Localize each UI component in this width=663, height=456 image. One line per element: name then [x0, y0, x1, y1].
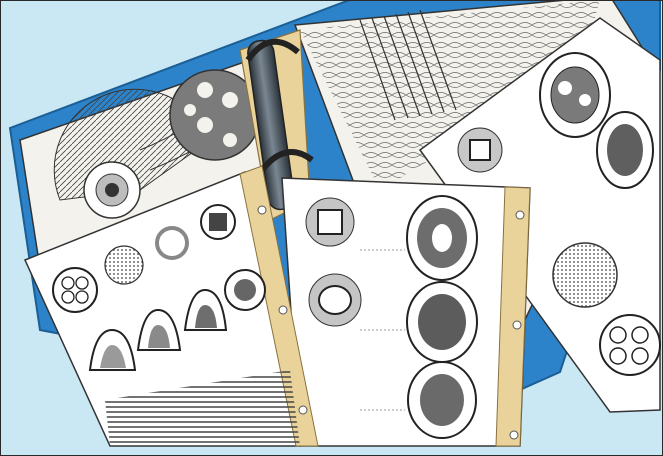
segmented-sphere — [600, 315, 660, 375]
dotted-sphere — [553, 243, 617, 307]
embryo-column — [407, 196, 477, 438]
embryo-top — [540, 53, 610, 137]
cell-ring — [458, 128, 502, 172]
sheet-middle — [282, 178, 530, 446]
embryo-mid — [597, 112, 653, 188]
